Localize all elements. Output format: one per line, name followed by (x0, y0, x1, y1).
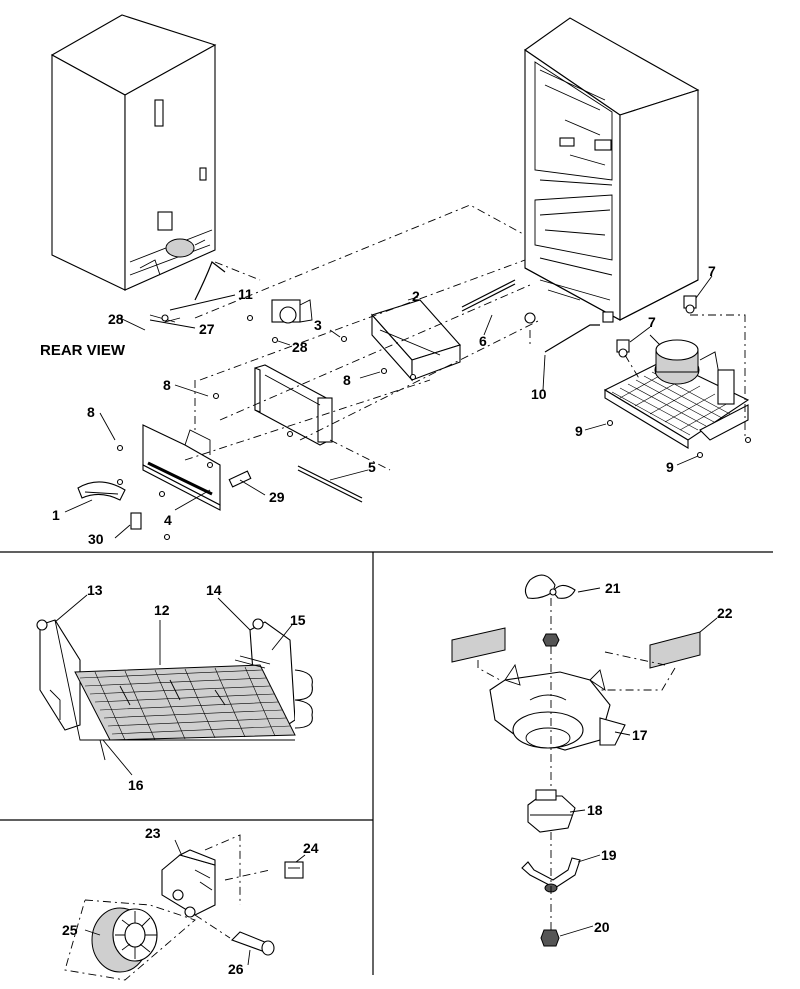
callout-labels: 2 3 4 5 6 7 7 8 8 8 9 9 10 11 28 27 28 1… (52, 263, 733, 977)
callout-9b: 9 (666, 459, 674, 475)
callout-1: 1 (52, 507, 60, 523)
leveler-front (616, 339, 630, 358)
switch-part-29 (228, 470, 252, 488)
section-dividers (0, 551, 773, 975)
alignment-lines-fan (477, 598, 676, 930)
callout-22: 22 (717, 605, 733, 621)
alignment-lines-top (184, 204, 746, 471)
cover-part-4 (142, 424, 221, 511)
callout-17: 17 (632, 727, 648, 743)
callout-20: 20 (594, 919, 610, 935)
roller-assembly (91, 849, 304, 973)
leader-lines-wheel (84, 839, 306, 966)
callout-24: 24 (303, 840, 319, 856)
callout-27: 27 (199, 321, 215, 337)
evaporator-coil (36, 618, 313, 761)
rear-view-label: REAR VIEW (40, 342, 126, 359)
callout-12: 12 (154, 602, 170, 618)
callout-4: 4 (164, 512, 172, 528)
callout-28b: 28 (292, 339, 308, 355)
callout-13: 13 (87, 582, 103, 598)
callout-2: 2 (412, 288, 420, 304)
callout-15: 15 (290, 612, 306, 628)
heater-part-5 (297, 465, 363, 499)
callout-5: 5 (368, 459, 376, 475)
callout-3: 3 (314, 317, 322, 333)
callout-8a: 8 (163, 377, 171, 393)
evaporator-bracket (254, 364, 333, 446)
leveler-left (524, 312, 536, 324)
callout-21: 21 (605, 580, 621, 596)
callout-26: 26 (228, 961, 244, 977)
front-cabinet (524, 17, 700, 321)
callout-10: 10 (531, 386, 547, 402)
callout-19: 19 (601, 847, 617, 863)
callout-25: 25 (62, 922, 78, 938)
callout-11: 11 (238, 286, 253, 302)
socket-part-30 (130, 512, 142, 530)
callout-7b: 7 (648, 314, 656, 330)
fan-assembly (451, 574, 701, 947)
callout-29: 29 (269, 489, 285, 505)
leveler-bracket (602, 311, 614, 323)
callout-9a: 9 (575, 423, 583, 439)
leader-lines-top (64, 275, 713, 539)
callout-7a: 7 (708, 263, 716, 279)
callout-23: 23 (145, 825, 161, 841)
tube-part-10 (544, 324, 600, 353)
tube-part-6 (461, 279, 516, 308)
leader-lines-fan (559, 587, 718, 937)
leader-lines-evaporator (54, 594, 293, 776)
callout-18: 18 (587, 802, 603, 818)
compressor-assembly (603, 334, 752, 459)
callout-30: 30 (88, 531, 104, 547)
callout-14: 14 (206, 582, 222, 598)
fan-motor-assembly (246, 299, 313, 344)
callout-6: 6 (479, 333, 487, 349)
lens-part-1 (77, 481, 126, 501)
screws (116, 335, 417, 541)
callout-28a: 28 (108, 311, 124, 327)
callout-8c: 8 (87, 404, 95, 420)
rear-view-cabinet (50, 14, 261, 323)
callout-16: 16 (128, 777, 144, 793)
leveler-right (683, 295, 697, 314)
callout-8b: 8 (343, 372, 351, 388)
cover-part-2 (371, 299, 461, 382)
alignment-lines-wheel (64, 834, 271, 981)
